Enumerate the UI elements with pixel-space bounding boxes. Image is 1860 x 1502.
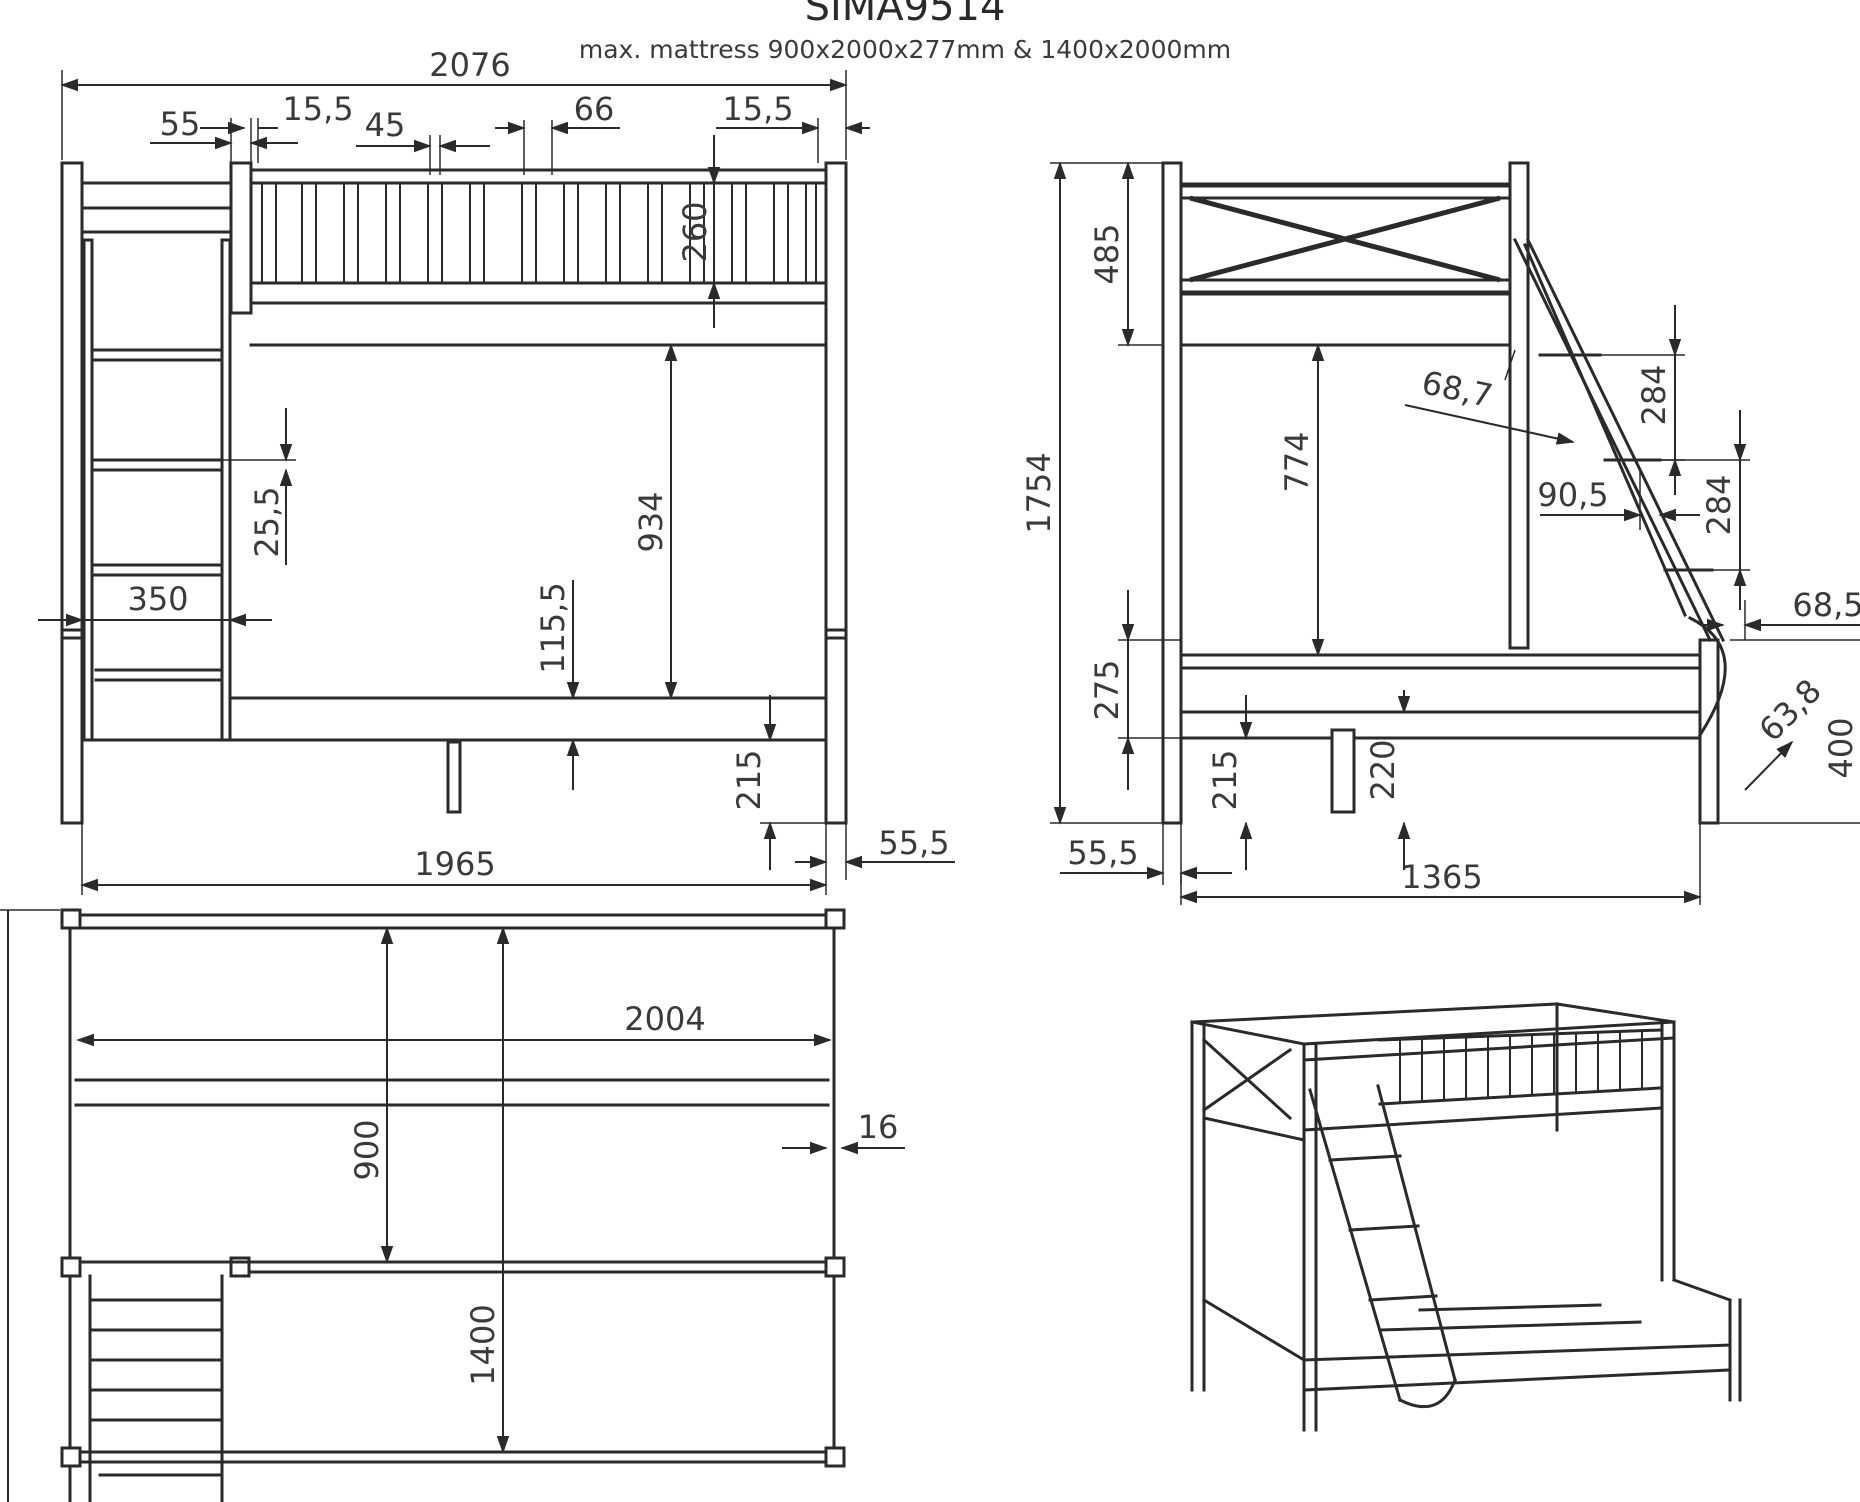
front-inner-post <box>229 161 253 315</box>
dim-step-depth: 90,5 <box>1537 476 1608 514</box>
side-view <box>1161 161 1727 825</box>
top-post-br <box>824 1446 846 1468</box>
top-post-tr <box>824 908 846 930</box>
top-dimensions: 2004 900 1400 16 <box>76 926 905 1454</box>
cross-brace-b <box>1189 195 1501 283</box>
dim-ladder-width: 350 <box>127 580 188 618</box>
dim-gap-right: 15,5 <box>722 90 793 128</box>
dim-upper-clearance: 934 <box>632 491 670 552</box>
dim-side-floor-clearance: 215 <box>1206 749 1244 810</box>
dim-floor-clearance: 215 <box>730 749 768 810</box>
top-post-bl <box>60 1446 82 1468</box>
dim-ladder-projection: 400 <box>1822 717 1860 778</box>
dim-slat-height: 220 <box>1364 739 1402 800</box>
dim-rail: 16 <box>858 1108 899 1146</box>
side-ladder <box>1512 237 1727 738</box>
left-post-joint <box>60 628 84 640</box>
dim-side-post-offset: 55,5 <box>1067 834 1138 872</box>
dim-step-pitch-top: 284 <box>1635 364 1673 425</box>
dim-spindle-spacing: 66 <box>574 90 615 128</box>
model-title: SIMA9514 <box>805 0 1006 30</box>
side-right-post <box>1508 161 1530 650</box>
ladder-curved-foot <box>1687 615 1727 738</box>
top-post-tl <box>60 908 82 930</box>
dim-lower-rail: 275 <box>1088 659 1126 720</box>
dim-spindle-width: 45 <box>365 106 406 144</box>
dim-total-height: 1754 <box>1020 452 1058 533</box>
front-left-post <box>60 161 84 825</box>
iso-ladder <box>1308 1084 1457 1409</box>
dim-inner-length: 1965 <box>414 845 495 883</box>
dim-upper-width: 900 <box>348 1119 386 1180</box>
front-view <box>60 161 848 825</box>
dim-ladder-foot: 68,5 <box>1792 586 1860 624</box>
mattress-note: max. mattress 900x2000x277mm & 1400x2000… <box>579 35 1231 64</box>
dim-inner-width: 1365 <box>1401 858 1482 896</box>
dim-overall-width: 2076 <box>429 46 510 84</box>
dim-lower-width: 1400 <box>464 1304 502 1385</box>
front-dimensions: 2076 55 15,5 45 66 15,5 260 <box>38 46 955 895</box>
drawing-header: SIMA9514 max. mattress 900x2000x277mm & … <box>579 0 1231 64</box>
dim-arc-radius: 63,8 <box>1752 672 1829 749</box>
dim-gap-left: 15,5 <box>282 90 353 128</box>
dim-headboard: 485 <box>1088 223 1126 284</box>
dim-guard-height: 260 <box>676 201 714 262</box>
isometric-view <box>1190 1002 1742 1432</box>
center-support-leg <box>446 740 462 814</box>
right-post-joint <box>824 628 848 640</box>
iso-guard-spindles <box>1399 1030 1643 1104</box>
dim-ladder-offset: 25,5 <box>248 486 286 557</box>
side-dimensions: 1754 485 774 68,7 284 284 90,5 6 <box>1020 161 1860 905</box>
top-post-mr <box>824 1256 846 1278</box>
dim-ladder-angle: 68,7 <box>1418 363 1496 415</box>
top-view <box>0 908 846 1502</box>
guard-spindles <box>261 183 817 283</box>
top-ladder <box>88 1274 224 1502</box>
front-right-post <box>824 161 848 825</box>
dim-step-pitch-bottom: 284 <box>1700 474 1738 535</box>
dim-post-width: 55 <box>160 105 201 143</box>
dim-length: 2004 <box>624 1000 705 1038</box>
side-support-leg <box>1330 728 1356 814</box>
dim-clearance: 774 <box>1278 431 1316 492</box>
front-ladder <box>80 181 233 742</box>
top-post-ml <box>60 1256 82 1278</box>
side-left-post <box>1161 161 1183 825</box>
dim-slat-drop: 115,5 <box>534 582 572 674</box>
dim-front-post-offset: 55,5 <box>878 824 949 862</box>
